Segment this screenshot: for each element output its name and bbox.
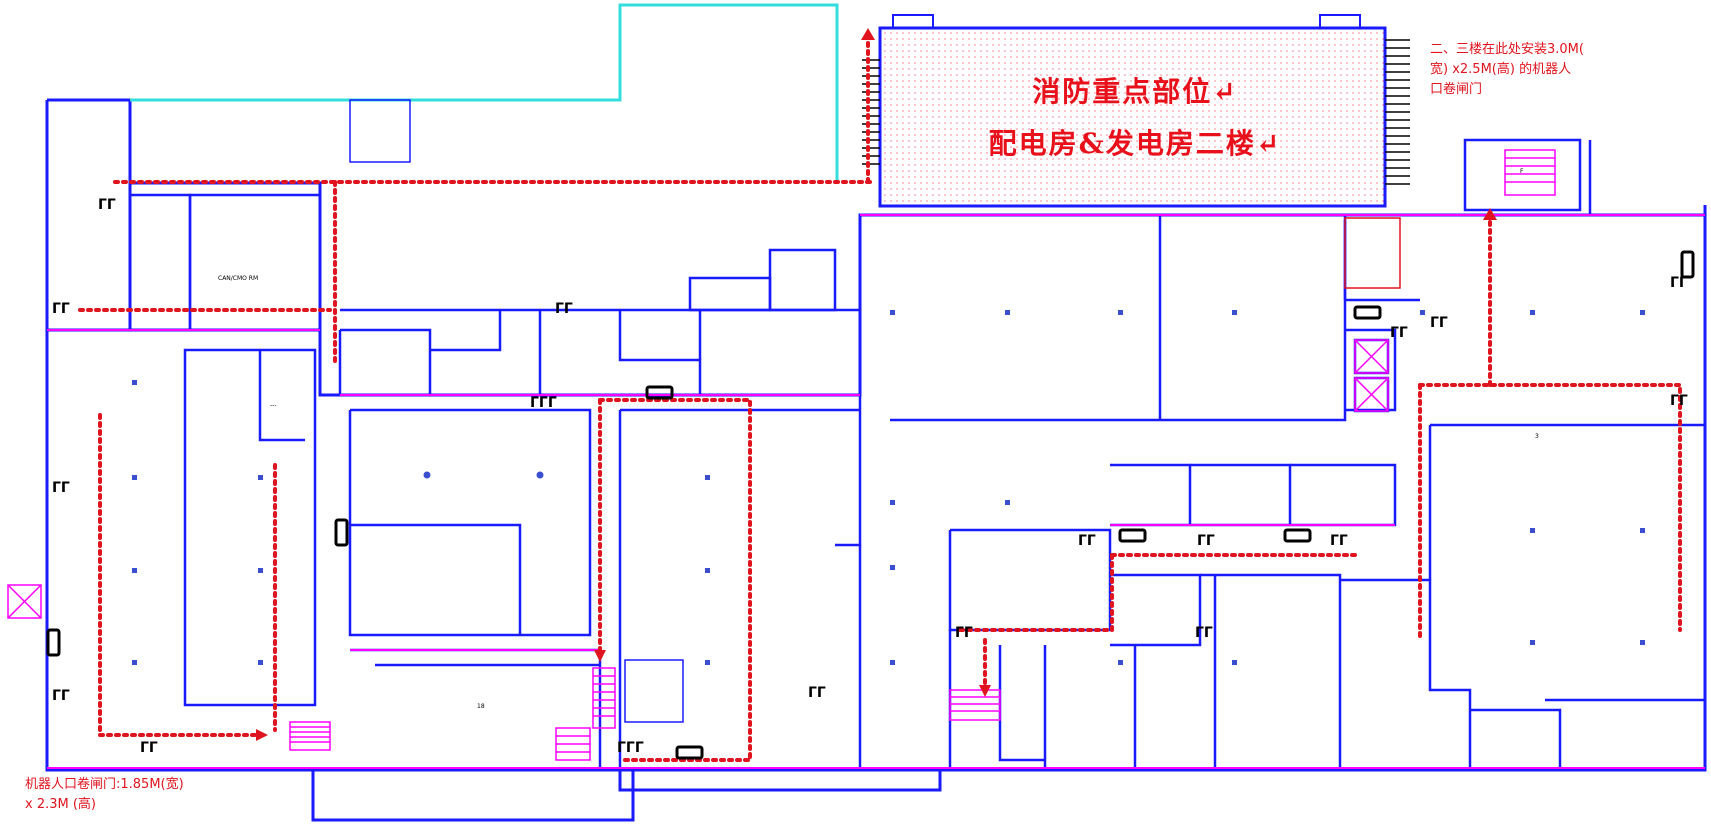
room-label-18: 18 [477, 703, 485, 710]
svg-text:ΓΓ: ΓΓ [808, 685, 826, 701]
exit-arrow-icon [256, 28, 1497, 741]
svg-text:ΓΓ: ΓΓ [52, 480, 70, 496]
svg-text:ΓΓ: ΓΓ [555, 301, 573, 317]
svg-text:ΓΓΓ: ΓΓΓ [530, 395, 557, 411]
note-line: 机器人口卷闸门:1.85M(宽) [25, 777, 184, 792]
interior-walls [128, 138, 1705, 770]
note-line: 宽) x2.5M(高) 的机器人 [1430, 62, 1572, 77]
elevator-icon [7, 339, 1389, 619]
key-area-subtitle: 配电房&发电房二楼↵ [988, 126, 1282, 160]
note-line: 口卷闸门 [1430, 82, 1483, 97]
svg-text:ΓΓ: ΓΓ [140, 740, 158, 756]
room-label-f: F [1520, 168, 1524, 175]
room-label-ahu: CAN/CMO RM [218, 275, 259, 282]
note-line: x 2.3M (高) [25, 797, 96, 812]
room-label-3: 3 [1535, 433, 1539, 440]
cyan-boundary [130, 3, 839, 180]
fire-key-area-label: 消防重点部位↵ 配电房&发电房二楼↵ [885, 30, 1385, 205]
svg-text:ΓΓ: ΓΓ [1078, 533, 1096, 549]
room-label-small: --- [270, 402, 277, 409]
svg-text:ΓΓ: ΓΓ [1390, 325, 1408, 341]
equipment-block [349, 99, 1401, 723]
svg-text:ΓΓΓ: ΓΓΓ [617, 740, 644, 756]
exterior-walls [45, 98, 1707, 822]
key-area-title: 消防重点部位↵ [1032, 74, 1238, 108]
fire-key-area [862, 14, 1410, 208]
svg-text:ΓΓ: ΓΓ [52, 301, 70, 317]
svg-text:ΓΓ: ΓΓ [1430, 315, 1448, 331]
svg-text:ΓΓ: ΓΓ [1195, 625, 1213, 641]
svg-text:ΓΓ: ΓΓ [1670, 275, 1688, 291]
stair-icon [289, 149, 1556, 761]
evacuation-routes [78, 33, 1682, 762]
svg-text:ΓΓ: ΓΓ [52, 688, 70, 704]
door-lines [47, 214, 1705, 769]
note-line: 二、三楼在此处安装3.0M( [1430, 42, 1584, 57]
column-grid [132, 310, 1645, 665]
svg-text:ΓΓ: ΓΓ [955, 625, 973, 641]
fire-extinguisher-icon [46, 250, 1695, 760]
svg-text:ΓΓ: ΓΓ [1197, 533, 1215, 549]
top-right-note: 二、三楼在此处安装3.0M( 宽) x2.5M(高) 的机器人 口卷闸门 [1430, 40, 1584, 100]
svg-text:ΓΓ: ΓΓ [98, 197, 116, 213]
svg-text:ΓΓ: ΓΓ [1330, 533, 1348, 549]
bottom-left-note: 机器人口卷闸门:1.85M(宽) x 2.3M (高) [25, 775, 184, 815]
svg-text:ΓΓ: ΓΓ [1670, 393, 1688, 409]
